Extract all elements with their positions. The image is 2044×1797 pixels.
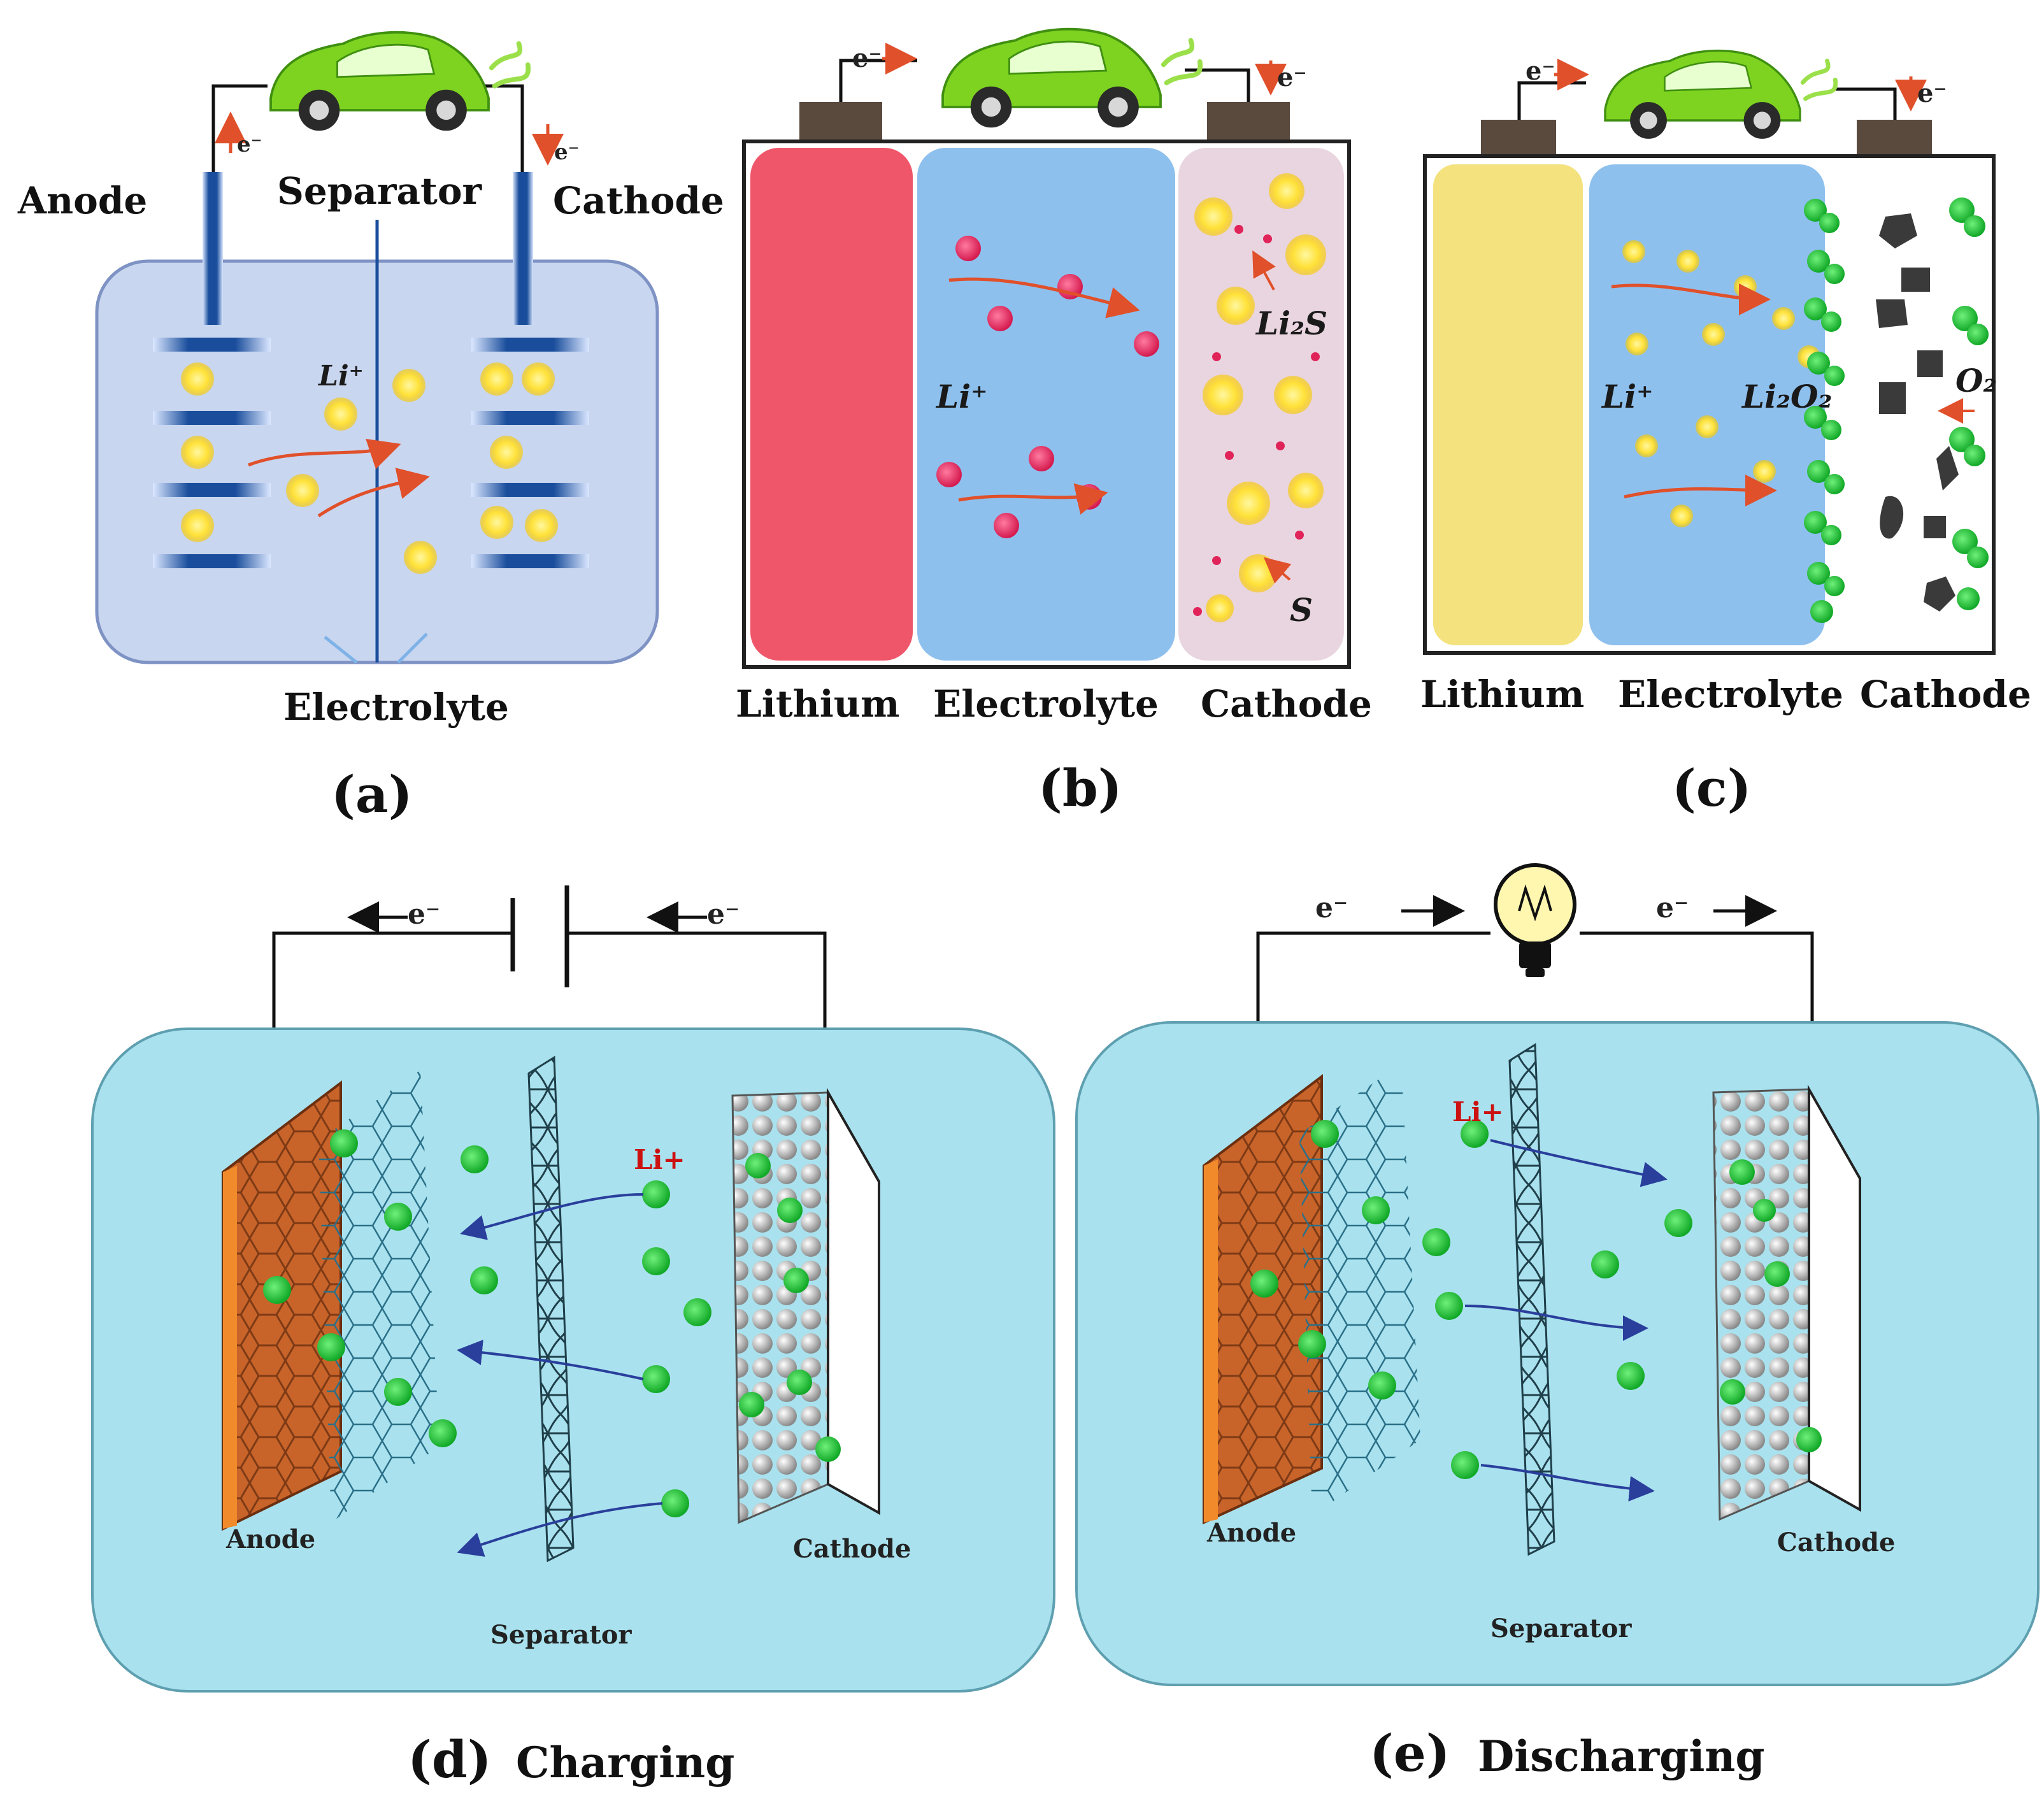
lithium-label: Lithium [736,682,899,726]
electron-label-right: e⁻ [1917,78,1947,108]
electron-label-right: e⁻ [707,898,740,931]
terminal-left [1481,120,1556,158]
caption-d-letter: (d) [408,1729,492,1789]
electron-label-right: e⁻ [1277,62,1307,92]
caption-e-word: Discharging [1478,1731,1765,1781]
electrolyte-region [917,148,1175,661]
terminal-right [1857,120,1932,158]
li2s-label: Li₂S [1255,304,1327,342]
cathode-structure [731,1091,829,1524]
electron-label-left: e⁻ [852,43,882,73]
lithium-ions-a [181,362,558,574]
panel-d: e⁻ e⁻ [91,885,1055,1789]
lithium-ions-d [263,1129,841,1517]
caption-a: (a) [331,764,413,824]
separator-mesh [527,1056,575,1563]
electron-label-left: e⁻ [408,898,440,931]
separator-mesh [1508,1043,1555,1556]
li-ion-label: Li+ [1452,1096,1504,1128]
wire-right [484,84,524,172]
cathode-current-collector [1808,1084,1861,1512]
graphene-layer [1299,1064,1420,1516]
oxygen-label: O₂ [1955,362,1997,399]
caption-d-word: Charging [516,1738,734,1787]
electric-car-icon [1605,51,1836,139]
li-ion-label: Li⁺ [317,360,364,392]
cathode-label: Cathode [1777,1528,1895,1557]
panel-b: e⁻ e⁻ Li⁺ [736,29,1372,818]
separator-label: Separator [1490,1614,1632,1643]
cathode-layers [471,338,589,568]
cathode-label: Cathode [793,1534,911,1564]
cathode-current-collector [827,1087,880,1515]
wire-left [211,84,268,172]
li-ion-label: Li⁺ [935,378,988,415]
panel-a: e⁻ e⁻ Anode Separator Cathode [17,32,724,824]
electrolyte-label: Electrolyte [1618,673,1843,716]
panel-e: e⁻ e⁻ [1075,863,2040,1783]
caption-b: (b) [1038,758,1122,818]
lithium-anode [750,148,913,661]
cathode-rod [513,172,533,325]
caption-c: (c) [1672,758,1751,818]
anode-rod [203,172,223,325]
lithium-label: Lithium [1420,673,1584,716]
light-bulb-icon [1494,863,1576,977]
lithium-ions-e [1250,1120,1822,1479]
terminal-left [799,102,882,143]
electron-label-left: e⁻ [1315,892,1348,924]
cathode-label: Cathode [1201,682,1372,726]
ion-flow-arrows-d [457,1193,663,1557]
electron-label-right: e⁻ [554,140,580,165]
caption-e-letter: (e) [1369,1723,1450,1783]
graphene-layer [318,1070,440,1522]
separator-label: Separator [490,1620,632,1650]
separator-label: Separator [277,169,483,213]
electrolyte-label: Electrolyte [933,682,1159,726]
battery-symbol-icon [510,885,569,987]
anode-layers [153,338,271,568]
sulfur-label: S [1290,591,1313,629]
electrolyte-label: Electrolyte [283,685,509,729]
lithium-anode [1433,164,1583,645]
ion-flow-arrows-e [1464,1139,1668,1502]
electron-label-left: e⁻ [1526,56,1555,86]
anode-label: Anode [225,1524,315,1554]
anode-label: Anode [17,179,147,222]
electron-label-left: e⁻ [237,132,262,157]
cathode-structure [1712,1088,1810,1521]
cathode-label: Cathode [553,179,724,222]
catalyst-clusters [1804,197,1989,623]
electric-car-icon [271,32,528,131]
li-ion-label: Li+ [634,1144,685,1175]
carbon-particles [1876,213,1959,612]
terminal-right [1207,102,1290,143]
li-ion-label: Li⁺ [1601,378,1654,415]
cathode-label: Cathode [1860,673,2031,716]
panel-c: e⁻ e⁻ Li⁺ Li₂O₂ [1420,51,2031,818]
electron-label-right: e⁻ [1656,892,1689,924]
electric-car-icon [943,29,1200,128]
anode-label: Anode [1206,1518,1296,1548]
